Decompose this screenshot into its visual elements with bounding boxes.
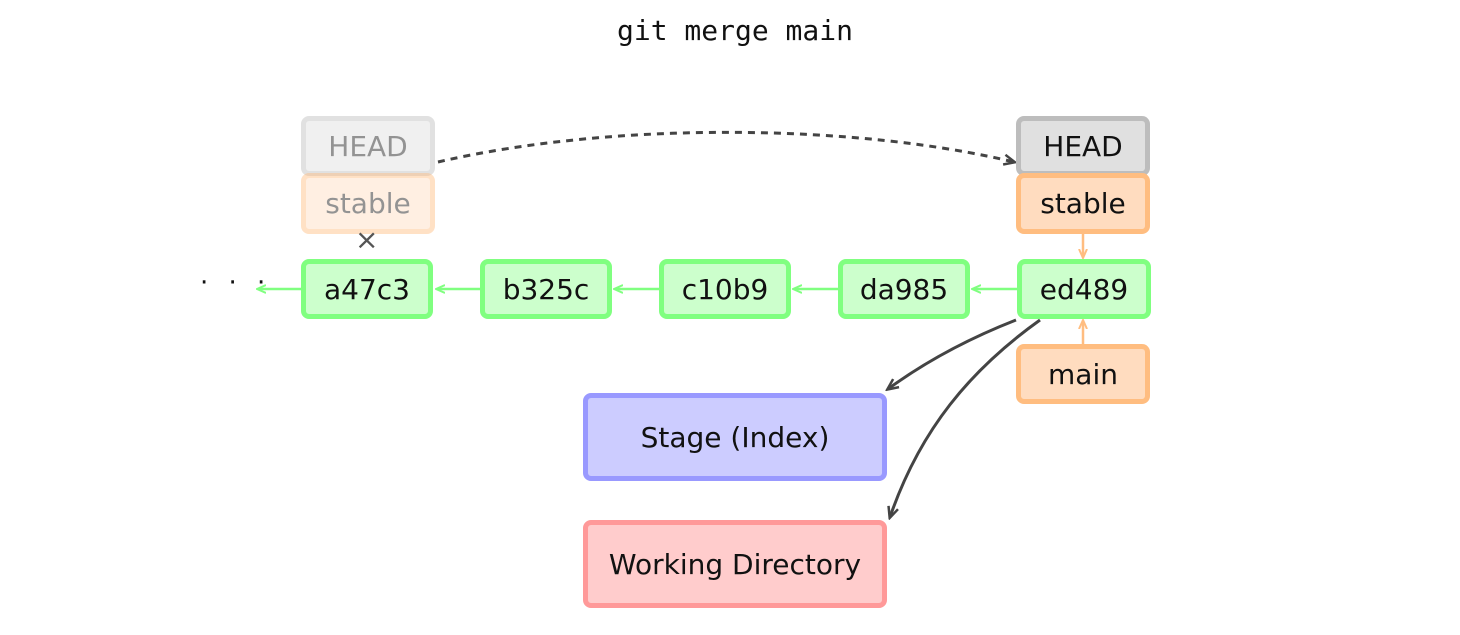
- old-head-ref: HEAD: [301, 116, 435, 176]
- commit-b325c: b325c: [480, 259, 612, 319]
- working-directory-area: Working Directory: [583, 520, 887, 608]
- arrow-ed489-to-workdir: [890, 318, 1041, 517]
- stage-index-area: Stage (Index): [583, 393, 887, 481]
- history-ellipsis: · · ·: [200, 268, 272, 298]
- commit-da985: da985: [838, 259, 970, 319]
- head-ref: HEAD: [1016, 116, 1150, 176]
- diagram-title: git merge main: [616, 14, 853, 47]
- stable-ref: stable: [1016, 173, 1150, 234]
- commit-ed489: ed489: [1017, 259, 1151, 319]
- main-ref: main: [1016, 344, 1150, 404]
- old-stable-ref: stable: [301, 173, 435, 234]
- arrow-head-move: [437, 130, 1014, 162]
- commit-a47c3: a47c3: [301, 259, 433, 319]
- commit-c10b9: c10b9: [659, 259, 791, 319]
- detached-cross-icon: ×: [355, 223, 379, 256]
- arrow-ed489-to-stage: [888, 318, 1017, 389]
